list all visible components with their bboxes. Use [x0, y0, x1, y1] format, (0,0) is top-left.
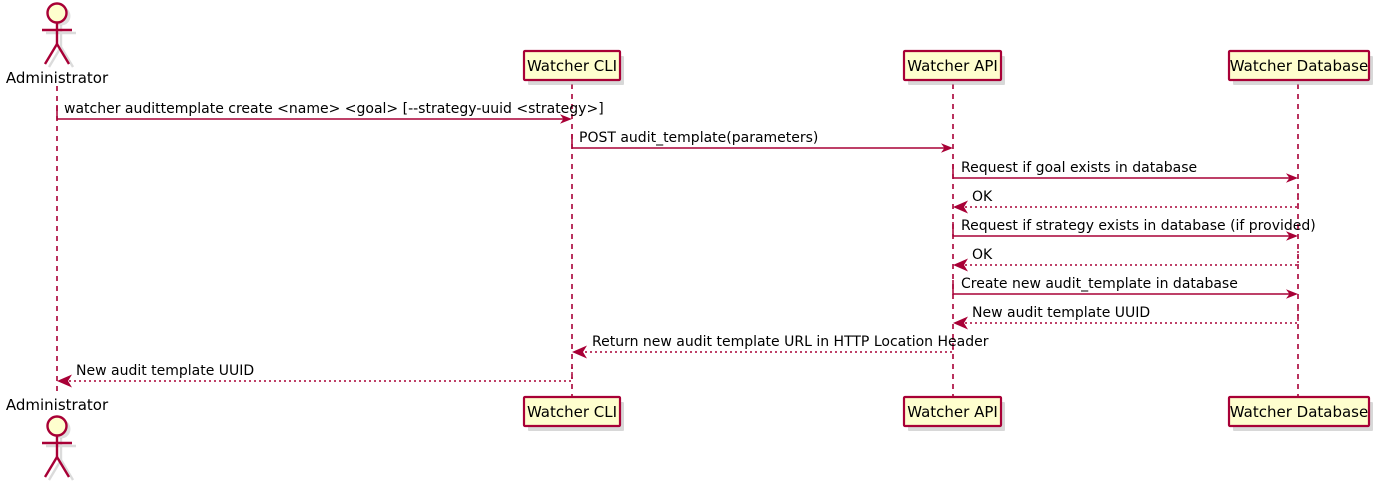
message-line	[952, 222, 1292, 237]
message-10-new-audit-template-uuid-cli[interactable]: New audit template UUID	[57, 363, 573, 388]
participant-box-watcher-api-bottom[interactable]: Watcher API	[902, 395, 1005, 431]
message-3-request-if-goal-exists[interactable]: Request if goal exists in database	[952, 160, 1298, 183]
actor-administrator-top[interactable]: Administrator	[6, 2, 109, 88]
message-line	[65, 367, 573, 382]
message-label: Create new audit_template in database	[961, 276, 1238, 292]
participant-box-watcher-database-bottom[interactable]: Watcher Database	[1227, 395, 1373, 431]
participant-label: Watcher CLI	[527, 57, 617, 75]
arrowhead-left-icon	[953, 258, 968, 272]
actor-figure	[42, 415, 72, 478]
box-body	[522, 49, 622, 82]
arrowhead-right-icon	[1286, 231, 1298, 241]
arrowhead-right-icon	[1286, 173, 1298, 183]
actor-head-icon	[46, 2, 68, 24]
arrowhead-left-icon	[57, 374, 72, 388]
participant-label: Watcher Database	[1230, 403, 1368, 421]
actor-body-shadow	[46, 25, 76, 68]
message-label: POST audit_template(parameters)	[579, 130, 818, 146]
actor-label: Administrator	[6, 396, 109, 414]
message-label: OK	[972, 189, 993, 205]
message-label: Request if strategy exists in database (…	[961, 218, 1316, 234]
message-label: watcher audittemplate create <name> <goa…	[64, 101, 604, 117]
message-8-new-audit-template-uuid-db[interactable]: New audit template UUID	[953, 305, 1299, 330]
box-body	[522, 395, 622, 428]
actor-label: Administrator	[6, 69, 109, 87]
actor-head-icon	[46, 415, 68, 437]
message-line	[952, 280, 1292, 295]
participant-label: Watcher API	[907, 403, 998, 421]
participant-label: Watcher CLI	[527, 403, 617, 421]
actor-figure	[42, 2, 72, 65]
arrowhead-left-icon	[953, 316, 968, 330]
actor-legs-icon	[43, 456, 71, 478]
message-2-post-audit-template[interactable]: POST audit_template(parameters)	[571, 130, 953, 153]
message-line	[571, 134, 947, 149]
message-7-create-new-audit-template[interactable]: Create new audit_template in database	[952, 276, 1298, 299]
participant-box-watcher-cli-top[interactable]: Watcher CLI	[522, 49, 624, 85]
arrowhead-right-icon	[941, 143, 953, 153]
message-6-ok-strategy[interactable]: OK	[953, 247, 1299, 272]
message-9-return-audit-template-url[interactable]: Return new audit template URL in HTTP Lo…	[572, 334, 989, 359]
message-line	[961, 251, 1299, 266]
message-line	[961, 193, 1299, 208]
box-body	[902, 49, 1003, 82]
arrowhead-left-icon	[953, 200, 968, 214]
box-body	[1227, 395, 1371, 428]
message-label: OK	[972, 247, 993, 263]
arrowhead-left-icon	[572, 345, 587, 359]
participant-label: Watcher Database	[1230, 57, 1368, 75]
actor-body-shadow	[46, 438, 76, 481]
box-body	[902, 395, 1003, 428]
message-label: New audit template UUID	[76, 363, 254, 379]
message-line	[56, 105, 566, 120]
message-label: New audit template UUID	[972, 305, 1150, 321]
message-line	[952, 164, 1292, 179]
message-label: Request if goal exists in database	[961, 160, 1197, 176]
participant-box-watcher-database-top[interactable]: Watcher Database	[1227, 49, 1373, 85]
participant-label: Watcher API	[907, 57, 998, 75]
actor-administrator-bottom[interactable]: Administrator	[6, 396, 109, 481]
message-4-ok-goal[interactable]: OK	[953, 189, 1299, 214]
box-body	[1227, 49, 1371, 82]
message-5-request-if-strategy-exists[interactable]: Request if strategy exists in database (…	[952, 218, 1316, 241]
message-label: Return new audit template URL in HTTP Lo…	[592, 334, 989, 350]
participant-box-watcher-api-top[interactable]: Watcher API	[902, 49, 1005, 85]
message-1-watcher-audittemplate-create[interactable]: watcher audittemplate create <name> <goa…	[56, 101, 604, 124]
participant-box-watcher-cli-bottom[interactable]: Watcher CLI	[522, 395, 624, 431]
arrowhead-right-icon	[560, 114, 572, 124]
actor-legs-icon	[43, 43, 71, 65]
arrowhead-right-icon	[1286, 289, 1298, 299]
